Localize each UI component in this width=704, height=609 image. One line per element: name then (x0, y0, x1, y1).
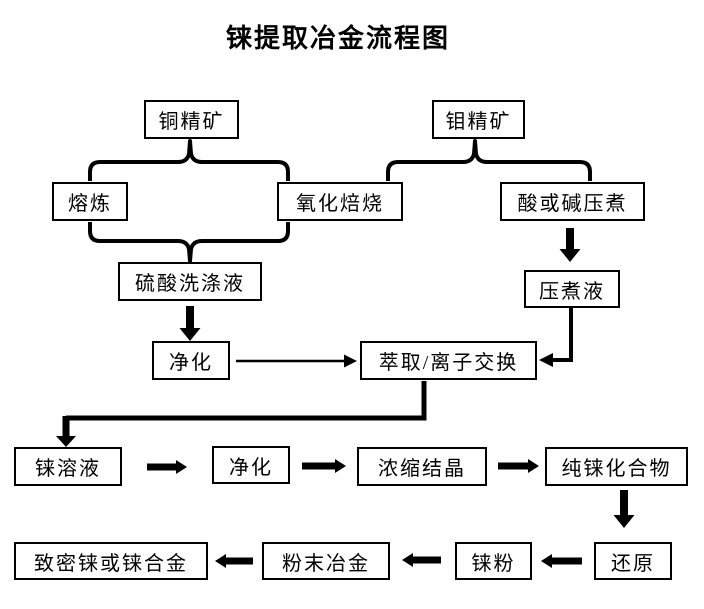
brace-copper-split-connector (88, 139, 290, 181)
node-concentration-crystallization: 浓缩结晶 (357, 447, 487, 486)
arrow-pressureleach-to-liquid-icon (559, 228, 581, 262)
arrow-extract-to-solution-icon (56, 381, 427, 447)
node-rhenium-solution: 铼溶液 (14, 447, 122, 486)
brace-merge-to-wash-connector (88, 222, 290, 263)
node-smelting: 熔炼 (52, 182, 128, 221)
brace-moly-split-connector (386, 139, 592, 181)
node-rhenium-powder: 铼粉 (455, 542, 532, 580)
node-extraction-ion-exchange: 萃取/离子交换 (360, 341, 537, 380)
node-purification-2: 净化 (212, 446, 290, 484)
node-copper-concentrate: 铜精矿 (144, 100, 239, 139)
node-pressure-leach-liquid: 压煮液 (524, 270, 620, 308)
node-moly-concentrate: 钼精矿 (432, 100, 525, 139)
arrow-crystal-to-purecompound-icon (498, 459, 539, 473)
arrow-wash-to-purify-icon (179, 306, 201, 341)
arrow-reduction-to-repowder-icon (541, 554, 582, 568)
arrow-purecompound-to-reduction-icon (613, 490, 635, 528)
arrow-powdermet-to-dense-icon (215, 554, 253, 568)
arrow-leachliquid-to-extract-icon (539, 308, 573, 367)
node-reduction: 还原 (594, 542, 672, 580)
arrow-purify2-to-crystal-icon (302, 459, 346, 473)
node-purification-1: 净化 (152, 341, 230, 380)
node-oxidation-roasting: 氧化焙烧 (277, 182, 403, 221)
arrow-purify-to-extract-icon (236, 354, 357, 368)
node-powder-metallurgy: 粉末冶金 (262, 542, 390, 580)
node-pure-rhenium-compound: 纯铼化合物 (545, 447, 688, 486)
arrow-solution-to-purify2-icon (147, 460, 187, 474)
page-title: 铼提取冶金流程图 (225, 24, 450, 53)
node-acid-alkali-pressure-leach: 酸或碱压煮 (500, 182, 645, 221)
node-dense-rhenium-alloy: 致密铼或铼合金 (14, 542, 208, 580)
node-sulfuric-wash-liquid: 硫酸洗涤液 (118, 262, 262, 301)
arrow-repowder-to-powdermet-icon (402, 553, 441, 567)
